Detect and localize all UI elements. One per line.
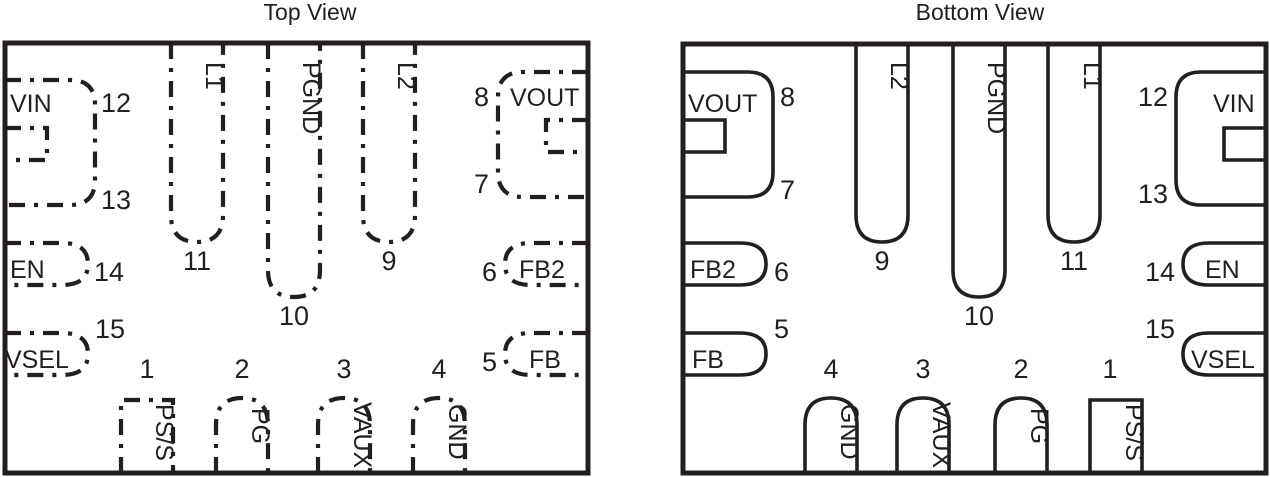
top-view-pad-en bbox=[5, 240, 91, 288]
bottom-view-pinnum-10: 10 bbox=[964, 301, 994, 331]
bottom-view-pinnum-3: 3 bbox=[915, 354, 930, 384]
bottom-view-pad-fb bbox=[683, 331, 768, 377]
bottom-view-label-pg: PG bbox=[1025, 408, 1053, 444]
bottom-view-pinnum-6: 6 bbox=[774, 257, 789, 287]
bottom-view-pad-vin-notch bbox=[1222, 126, 1266, 162]
bottom-view-pad-pgnd bbox=[951, 44, 1007, 299]
bottom-view-label-vsel: VSEL bbox=[1191, 346, 1255, 374]
top-view-label-vin: VIN bbox=[10, 90, 52, 118]
top-view-pad-fb2 bbox=[502, 240, 588, 288]
bottom-view-title: Bottom View bbox=[916, 0, 1045, 25]
top-view-pinnum-14: 14 bbox=[94, 257, 124, 287]
top-view-pinnum-1: 1 bbox=[139, 354, 154, 384]
top-view-pinnum-4: 4 bbox=[431, 354, 446, 384]
top-view-pinnum-5: 5 bbox=[482, 347, 497, 377]
bottom-view-pad-en bbox=[1181, 241, 1266, 287]
bottom-view-pinnum-14: 14 bbox=[1145, 257, 1175, 287]
top-view-pinnum-8: 8 bbox=[474, 82, 489, 112]
bottom-view-pad-vout-notch bbox=[683, 118, 727, 154]
bottom-view-label-l2: L2 bbox=[885, 62, 913, 90]
bottom-view-label-vout: VOUT bbox=[688, 90, 757, 118]
top-view-pad-pss bbox=[118, 397, 176, 473]
bottom-view-pad-fb2 bbox=[683, 241, 768, 287]
bottom-view-label-fb: FB bbox=[692, 346, 724, 374]
top-view-pad-fb bbox=[502, 330, 588, 378]
bottom-view-pinnum-12: 12 bbox=[1138, 82, 1168, 112]
bottom-view-package-outline bbox=[680, 41, 1269, 476]
bottom-view-label-gnd: GND bbox=[835, 404, 863, 460]
bottom-view-pad-pss bbox=[1088, 398, 1144, 473]
top-view-pad-vin-notch bbox=[5, 125, 50, 163]
bottom-view-pad-vaux bbox=[895, 396, 951, 473]
bottom-view-pad-gnd bbox=[803, 396, 859, 473]
bottom-view-pinnum-11: 11 bbox=[1060, 246, 1088, 276]
top-view-pinnum-2: 2 bbox=[234, 354, 249, 384]
bottom-view-label-pss: PS/S bbox=[1120, 404, 1148, 461]
top-view-package-outline bbox=[2, 40, 591, 476]
top-view-title: Top View bbox=[264, 0, 357, 25]
top-view-pad-vsel bbox=[5, 330, 91, 378]
bottom-view-pinnum-2: 2 bbox=[1013, 354, 1028, 384]
bottom-view-pinnum-7: 7 bbox=[780, 175, 795, 205]
top-view-pad-pg bbox=[213, 395, 271, 473]
bottom-view-pad-vout bbox=[683, 70, 775, 199]
top-view-label-vsel: VSEL bbox=[5, 346, 69, 374]
top-view-pinnum-12: 12 bbox=[101, 88, 131, 118]
bottom-view-pinnum-15: 15 bbox=[1145, 314, 1175, 344]
bottom-view-label-l1: L1 bbox=[1078, 62, 1106, 90]
top-view-pad-vin bbox=[5, 77, 98, 208]
bottom-view-pad-l1 bbox=[1046, 44, 1102, 244]
top-view-pad-pgnd bbox=[265, 43, 323, 300]
top-view-pad-vout-notch bbox=[543, 117, 588, 155]
bottom-view-pinnum-9: 9 bbox=[874, 246, 889, 276]
bottom-view-pinnum-5: 5 bbox=[774, 314, 789, 344]
top-view-label-gnd: GND bbox=[443, 404, 471, 460]
top-view-label-l2: L2 bbox=[392, 62, 420, 90]
bottom-view-label-fb2: FB2 bbox=[690, 256, 736, 284]
top-view-pinnum-10: 10 bbox=[279, 301, 309, 331]
top-view-label-vout: VOUT bbox=[510, 84, 579, 112]
top-view-label-fb2: FB2 bbox=[519, 256, 565, 284]
bottom-view-pad-vsel bbox=[1181, 331, 1266, 377]
bottom-view-pinnum-8: 8 bbox=[780, 82, 795, 112]
top-view-pinnum-3: 3 bbox=[336, 354, 351, 384]
bottom-view-pad-pg bbox=[993, 396, 1049, 473]
bottom-view-pinnum-4: 4 bbox=[823, 354, 838, 384]
top-view-pinnum-13: 13 bbox=[101, 185, 131, 215]
top-view-label-fb: FB bbox=[529, 346, 561, 374]
top-view-label-en: EN bbox=[10, 256, 45, 284]
bottom-view-pad-l2 bbox=[854, 44, 910, 244]
bottom-view-label-en: EN bbox=[1205, 256, 1240, 284]
top-view-label-l1: L1 bbox=[200, 62, 228, 90]
top-view-pinnum-11: 11 bbox=[183, 246, 211, 276]
top-view-pad-gnd bbox=[410, 395, 468, 473]
top-view-label-pgnd: PGND bbox=[297, 62, 325, 134]
top-view-pad-vaux bbox=[315, 395, 373, 473]
bottom-view-label-pgnd: PGND bbox=[982, 62, 1010, 134]
bottom-view-label-vaux: VAUX bbox=[927, 402, 955, 469]
top-view-label-pss: PS/S bbox=[150, 404, 178, 461]
top-view-pinnum-6: 6 bbox=[482, 257, 497, 287]
top-view-pinnum-15: 15 bbox=[95, 314, 125, 344]
top-view-label-vaux: VAUX bbox=[348, 402, 376, 469]
top-view-pinnum-9: 9 bbox=[381, 246, 396, 276]
bottom-view-pinnum-13: 13 bbox=[1138, 179, 1168, 209]
top-view-pad-vout bbox=[495, 69, 588, 200]
bottom-view-label-vin: VIN bbox=[1213, 90, 1255, 118]
top-view-pinnum-7: 7 bbox=[474, 169, 489, 199]
bottom-view-pad-vin bbox=[1174, 70, 1266, 207]
top-view-label-pg: PG bbox=[246, 408, 274, 444]
bottom-view-pinnum-1: 1 bbox=[1102, 354, 1117, 384]
